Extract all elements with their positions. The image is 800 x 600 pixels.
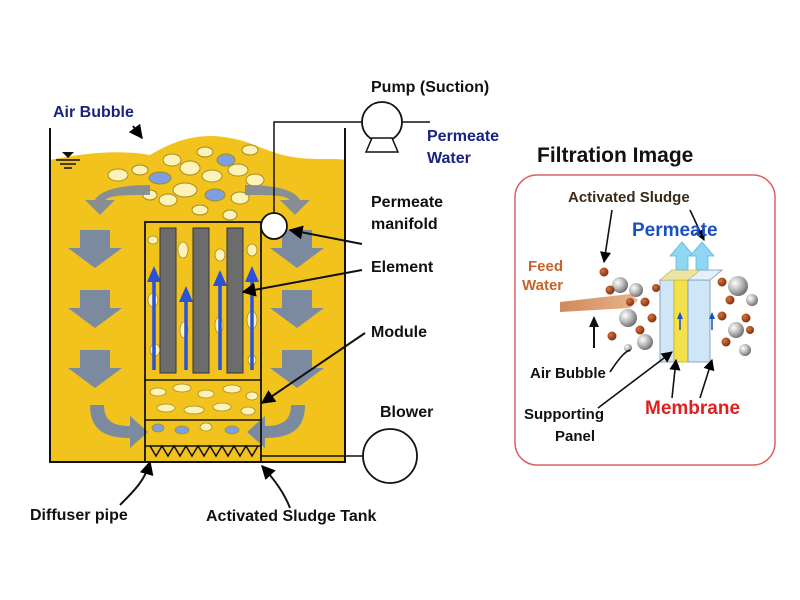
element-bars bbox=[159, 227, 244, 374]
air-bubble-label: Air Bubble bbox=[53, 104, 134, 121]
permeate-water-label-line1: Permeate bbox=[427, 128, 500, 145]
permeate-manifold-label-line2: manifold bbox=[371, 216, 438, 233]
circulation-arrows bbox=[68, 185, 324, 448]
pump-icon bbox=[361, 101, 403, 153]
membrane-label: Membrane bbox=[645, 398, 741, 419]
element-label: Element bbox=[371, 259, 434, 276]
lower-bubbles bbox=[149, 383, 259, 435]
feed-water-arrow bbox=[560, 294, 638, 312]
filtration-leader-lines bbox=[597, 209, 715, 409]
air-bubble-spheres bbox=[612, 276, 758, 356]
module-label: Module bbox=[371, 324, 427, 341]
surface-bubbles bbox=[107, 144, 265, 221]
feed-water-label-line2: Water bbox=[522, 277, 564, 294]
permeate-manifold-node bbox=[260, 212, 288, 240]
filtration-panel bbox=[514, 174, 776, 466]
supporting-panel-label-line1: Supporting bbox=[524, 406, 604, 423]
pump-label: Pump (Suction) bbox=[371, 79, 490, 96]
activated-sludge-tank bbox=[49, 128, 346, 463]
permeate-water-label-line2: Water bbox=[427, 150, 471, 167]
diffuser-pipe-label: Diffuser pipe bbox=[30, 507, 128, 524]
blower-label: Blower bbox=[380, 404, 434, 421]
filtration-image-title: Filtration Image bbox=[537, 144, 694, 167]
blower-icon bbox=[362, 428, 418, 484]
filtration-air-bubble-label: Air Bubble bbox=[530, 365, 606, 382]
water-level-symbol bbox=[56, 152, 80, 169]
membrane-assembly bbox=[659, 269, 724, 363]
permeate-pipe bbox=[273, 121, 362, 213]
membrane-up-arrows bbox=[677, 312, 715, 330]
permeate-flow-arrows bbox=[669, 241, 715, 271]
air-up-arrow bbox=[589, 316, 599, 348]
supporting-panel-label-line2: Panel bbox=[555, 428, 596, 445]
permeate-manifold-label-line1: Permeate bbox=[371, 194, 444, 211]
feed-water-label-line1: Feed bbox=[528, 258, 564, 275]
diffuser-pipe-shape bbox=[149, 444, 259, 458]
module bbox=[144, 221, 262, 463]
activated-sludge-tank-label: Activated Sludge Tank bbox=[206, 508, 377, 525]
leader-lines bbox=[119, 123, 366, 509]
sludge-particles bbox=[599, 267, 754, 347]
permeate-label: Permeate bbox=[632, 220, 718, 241]
activated-sludge-label: Activated Sludge bbox=[568, 189, 690, 206]
